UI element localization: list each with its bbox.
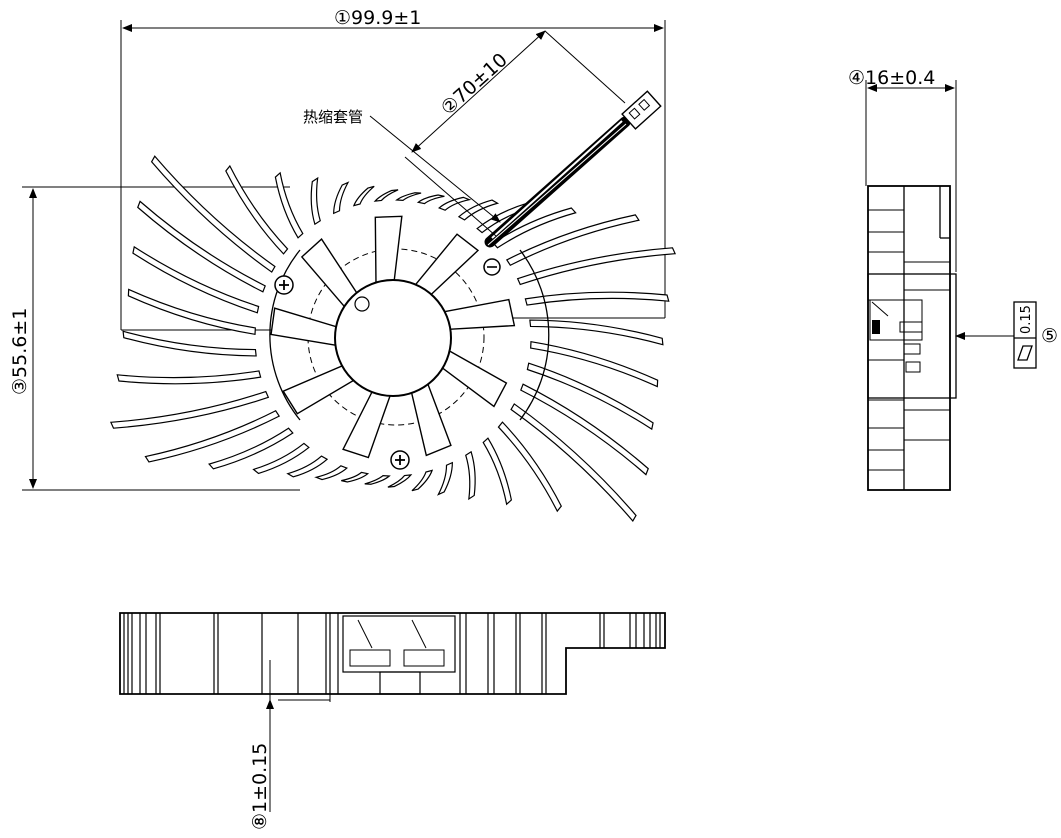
- heatsink-fin: [436, 461, 453, 496]
- heatsink-fin: [127, 288, 256, 335]
- cable-length-dimension-line: [411, 30, 546, 153]
- heatsink-fin: [482, 437, 513, 506]
- fan-blade: [270, 307, 345, 348]
- heatsink-fin: [520, 383, 649, 476]
- side-hub-detail: [869, 299, 923, 373]
- fan-frame-arc-right: [519, 249, 550, 421]
- width-dimension-label: ①99.9±1: [334, 7, 421, 29]
- heatsink-fin: [208, 427, 294, 470]
- heatsink-fin: [529, 319, 664, 346]
- bottom-view: ⑧1±0.15: [119, 612, 666, 830]
- heatsink-fin: [411, 469, 434, 492]
- hub-marker-hole: [354, 296, 370, 312]
- front-view: ①99.9±1 ③55.6±1: [9, 7, 677, 523]
- heatsink-fin: [252, 442, 310, 475]
- heatsink-fins: [109, 155, 677, 523]
- side-fan-frame: [867, 273, 957, 399]
- heatsink-fin: [526, 362, 654, 431]
- heatsink-fin: [341, 471, 370, 483]
- fan-frame-arc-left: [269, 249, 301, 421]
- flange-thickness-label: ⑧1±0.15: [249, 743, 271, 830]
- cable-connector: [621, 90, 662, 130]
- thickness-label: ④16±0.4: [848, 67, 935, 89]
- heatsink-fin: [150, 155, 276, 273]
- heatsink-fin: [364, 475, 391, 485]
- heatsink-fin: [225, 164, 289, 255]
- height-dimension-label: ③55.6±1: [9, 308, 31, 395]
- heatsink-fin: [457, 199, 500, 221]
- heat-shrink-note: 热缩套管: [303, 108, 363, 126]
- fan-hub: [334, 279, 452, 397]
- cable-extension-line: [404, 156, 497, 237]
- heatsink-fin: [516, 247, 677, 286]
- heatsink-fin: [144, 409, 281, 463]
- heatsink-fin: [395, 192, 422, 201]
- heatsink-fin: [352, 185, 375, 207]
- heatsink-fin: [274, 171, 304, 239]
- screw-top-right-icon: [483, 258, 501, 276]
- heatsink-fin: [286, 455, 329, 478]
- heatsink-fin: [416, 194, 445, 205]
- heatsink-fin: [437, 196, 472, 211]
- fan-cable: [484, 116, 631, 248]
- heatsink-fin: [373, 189, 399, 202]
- heatsink-fin: [310, 176, 321, 226]
- screw-bottom-icon: [390, 450, 410, 470]
- heatsink-fin: [122, 330, 257, 357]
- bottom-body-outline: [119, 612, 666, 695]
- screw-left-icon: [274, 275, 294, 295]
- cable-length-label: ②70±10: [437, 49, 512, 120]
- heatsink-fin: [387, 474, 413, 488]
- cable-extension-line-top: [544, 30, 626, 104]
- heatsink-fin: [497, 421, 562, 513]
- bottom-hub-detail: [342, 615, 456, 695]
- heatsink-fin: [116, 370, 262, 385]
- flatness-ref-label: ⑤: [1041, 325, 1058, 347]
- heatsink-fin: [333, 181, 350, 215]
- flatness-frame: [1013, 301, 1037, 369]
- heatsink-fin: [505, 214, 640, 267]
- heatsink-fin: [530, 341, 659, 388]
- fan-blades: [270, 215, 516, 459]
- flatness-symbol-icon: [1017, 345, 1033, 361]
- bottom-fin-lines: [123, 613, 661, 694]
- heatsink-fin: [465, 450, 476, 501]
- heatsink-fin: [524, 291, 670, 306]
- heatsink-fin: [492, 207, 577, 249]
- flatness-tolerance: 0.15: [1019, 305, 1034, 334]
- heatsink-fin: [109, 390, 270, 429]
- heatsink-fin: [137, 200, 266, 293]
- side-view: ④16±0.4 0.15 ⑤: [848, 67, 1058, 491]
- heatsink-fin: [314, 465, 348, 481]
- heat-shrink-leader: [369, 115, 501, 223]
- heatsink-fin: [132, 245, 260, 314]
